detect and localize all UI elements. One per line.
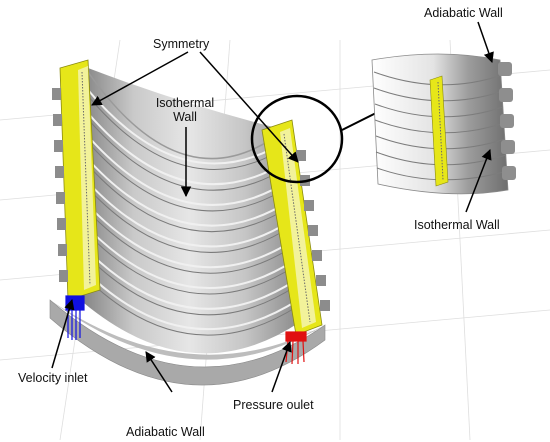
annotation-arrows xyxy=(51,21,494,393)
half-tube-model xyxy=(49,59,330,386)
inset-enlarged-section xyxy=(371,53,516,195)
adiabatic-wall-bottom-label: Adiabatic Wall xyxy=(126,425,205,439)
adiabatic-wall-top-label: Adiabatic Wall xyxy=(424,6,503,20)
isothermal-wall-main-label: Isothermal Wall xyxy=(150,96,220,125)
symmetry-label: Symmetry xyxy=(153,37,210,51)
right-symmetry-wall xyxy=(261,119,330,365)
zoom-circle xyxy=(250,94,344,184)
velocity-inlet-label: Velocity inlet xyxy=(18,371,88,385)
isothermal-wall-main-line1: Isothermal xyxy=(155,96,215,110)
isothermal-wall-main-line2: Wall xyxy=(173,110,197,125)
pressure-outlet-label: Pressure oulet xyxy=(233,398,314,412)
isothermal-wall-inset-label: Isothermal Wall xyxy=(414,218,500,232)
